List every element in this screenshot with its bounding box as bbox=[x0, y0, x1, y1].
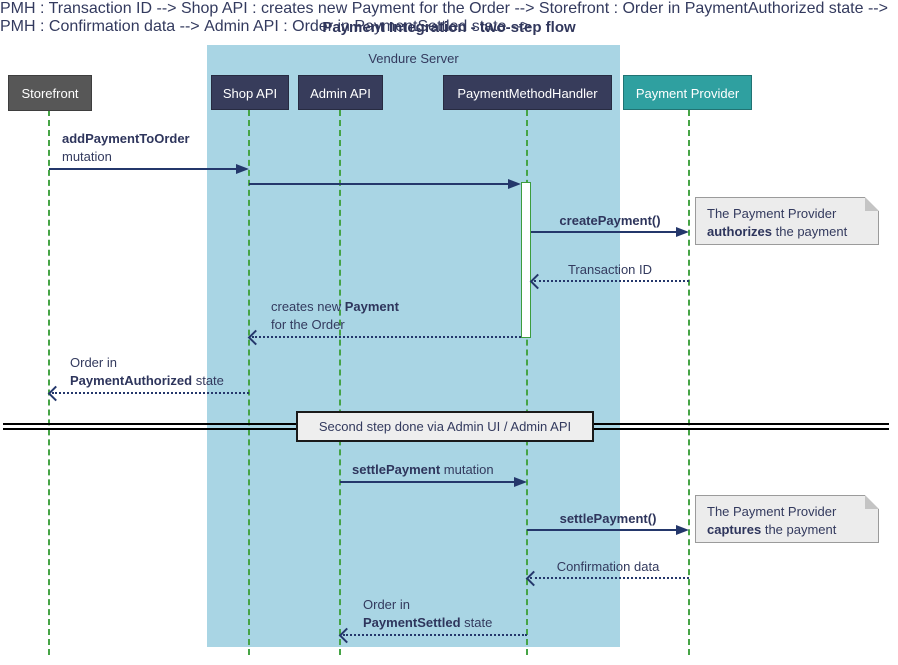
note-authorizes-line2: authorizes the payment bbox=[707, 224, 848, 239]
participant-storefront: Storefront bbox=[8, 75, 92, 111]
message-arrow-settle-payment-call bbox=[527, 529, 676, 531]
note-fold-corner-icon bbox=[865, 495, 879, 509]
message-label-transaction-id: Transaction ID bbox=[567, 262, 653, 277]
message-label-settle-payment-mutation: settlePayment mutation bbox=[352, 462, 494, 477]
message-label-payment-settled-line2: PaymentSettled state bbox=[363, 615, 493, 630]
lifeline-storefront bbox=[48, 110, 50, 655]
message-arrow-creates-payment bbox=[252, 336, 521, 338]
lifeline-admin-api bbox=[339, 110, 341, 655]
vendure-server-container bbox=[207, 45, 620, 647]
participant-shop-api: Shop API bbox=[211, 75, 289, 110]
arrowhead-right-icon bbox=[676, 525, 689, 535]
note-authorizes: The Payment Provider authorizes the paym… bbox=[695, 197, 879, 245]
message-label-creates-payment-line2: for the Order bbox=[271, 317, 345, 332]
message-label-settle-payment-call: settlePayment() bbox=[559, 511, 657, 526]
arrowhead-left-icon bbox=[47, 385, 64, 402]
arrowhead-right-icon bbox=[676, 227, 689, 237]
message-label-payment-settled-line1: Order in bbox=[363, 597, 410, 612]
participant-payment-provider: Payment Provider bbox=[623, 75, 752, 110]
participant-payment-method-handler: PaymentMethodHandler bbox=[443, 75, 612, 110]
message-arrow-create-payment bbox=[531, 231, 676, 233]
arrowhead-right-icon bbox=[514, 477, 527, 487]
note-authorizes-line1: The Payment Provider bbox=[707, 206, 837, 221]
message-label-create-payment: createPayment() bbox=[559, 213, 661, 228]
lifeline-payment-method-handler bbox=[526, 110, 528, 655]
message-label-payment-authorized-line1: Order in bbox=[70, 355, 117, 370]
message-label-payment-authorized-line2: PaymentAuthorized state bbox=[70, 373, 224, 388]
lifeline-payment-provider bbox=[688, 110, 690, 655]
diagram-title: Payment Integration - two-step flow bbox=[322, 19, 576, 36]
lifeline-shop-api bbox=[248, 110, 250, 655]
message-label-add-payment-line1: addPaymentToOrder bbox=[62, 131, 190, 146]
note-fold-corner-icon bbox=[865, 197, 879, 211]
message-arrow-shop-to-handler bbox=[249, 183, 508, 185]
arrowhead-right-icon bbox=[508, 179, 521, 189]
message-label-creates-payment-line1: creates new Payment bbox=[271, 299, 399, 314]
arrowhead-right-icon bbox=[236, 164, 249, 174]
message-arrow-add-payment bbox=[49, 168, 236, 170]
note-captures-line1: The Payment Provider bbox=[707, 504, 837, 519]
participant-admin-api: Admin API bbox=[298, 75, 383, 110]
message-label-confirmation-data: Confirmation data bbox=[556, 559, 660, 574]
message-arrow-confirmation-data bbox=[530, 577, 689, 579]
message-arrow-transaction-id bbox=[534, 280, 689, 282]
divider-label: Second step done via Admin UI / Admin AP… bbox=[296, 411, 594, 442]
activation-bar-payment-method-handler bbox=[521, 182, 531, 338]
message-arrow-payment-authorized bbox=[52, 392, 249, 394]
vendure-server-label: Vendure Server bbox=[368, 51, 459, 66]
note-captures: The Payment Provider captures the paymen… bbox=[695, 495, 879, 543]
message-arrow-payment-settled bbox=[343, 634, 527, 636]
note-captures-line2: captures the payment bbox=[707, 522, 837, 537]
message-arrow-settle-payment-mutation bbox=[340, 481, 514, 483]
message-label-add-payment-line2: mutation bbox=[62, 149, 112, 164]
